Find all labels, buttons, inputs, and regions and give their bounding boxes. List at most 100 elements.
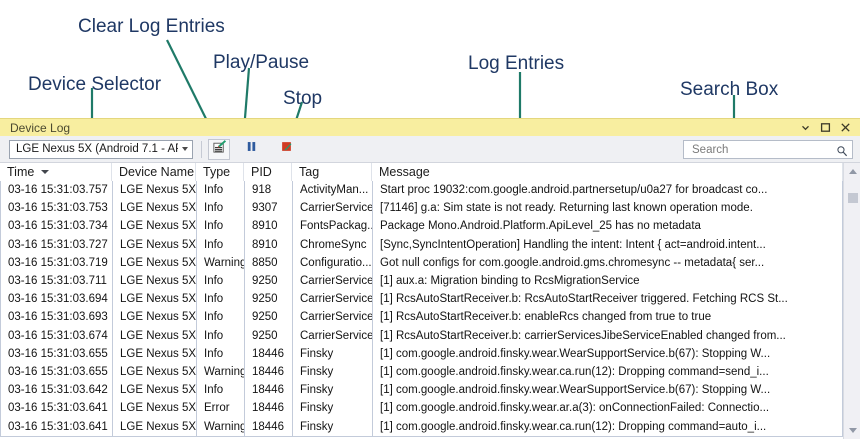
cell-message: [1] com.google.android.finsky.wear.ca.ru… — [372, 417, 843, 437]
cell-time: 03-16 15:31:03.711 — [0, 271, 112, 292]
device-selector-value: LGE Nexus 5X (Android 7.1 - API 25) — [16, 143, 178, 155]
column-header-tag[interactable]: Tag — [292, 163, 372, 181]
cell-type: Info — [196, 344, 244, 364]
cell-time: 03-16 15:31:03.719 — [0, 253, 112, 273]
cell-message: [1] RcsAutoStartReceiver.b: carrierServi… — [372, 326, 843, 346]
cell-pid: 9250 — [244, 326, 292, 346]
pause-icon — [245, 140, 258, 158]
search-box[interactable] — [683, 140, 853, 159]
cell-device: LGE Nexus 5X — [112, 199, 196, 219]
cell-type: Info — [196, 199, 244, 219]
stop-icon — [280, 140, 293, 158]
cell-pid: 9250 — [244, 290, 292, 310]
cell-tag: Configuratio... — [292, 253, 372, 273]
annotation-label-stop: Stop — [283, 88, 323, 109]
cell-pid: 9250 — [244, 271, 292, 292]
window-titlebar: Device Log — [0, 118, 860, 136]
cell-time: 03-16 15:31:03.641 — [0, 399, 112, 419]
column-header-label: PID — [251, 165, 272, 179]
cell-pid: 8910 — [244, 235, 292, 255]
column-header-message[interactable]: Message — [372, 163, 843, 181]
cell-pid: 18446 — [244, 362, 292, 383]
cell-tag: Finsky — [292, 362, 372, 383]
stop-button[interactable] — [275, 139, 297, 160]
cell-time: 03-16 15:31:03.757 — [0, 181, 112, 201]
column-header-device[interactable]: Device Name — [112, 163, 196, 181]
cell-time: 03-16 15:31:03.674 — [0, 326, 112, 346]
column-header-type[interactable]: Type — [196, 163, 244, 181]
cell-type: Info — [196, 271, 244, 292]
cell-type: Warning — [196, 253, 244, 273]
device-log-window: Device Log LGE Nexus 5X (Android 7.1 - A… — [0, 118, 860, 440]
cell-message: [1] RcsAutoStartReceiver.b: RcsAutoStart… — [372, 290, 843, 310]
scroll-down-arrow-icon[interactable] — [844, 422, 860, 439]
cell-type: Info — [196, 326, 244, 346]
cell-tag: Finsky — [292, 399, 372, 419]
device-selector[interactable]: LGE Nexus 5X (Android 7.1 - API 25) — [9, 139, 193, 159]
cell-time: 03-16 15:31:03.694 — [0, 290, 112, 310]
window-menu-icon[interactable] — [800, 122, 811, 133]
window-title: Device Log — [10, 120, 71, 135]
cell-device: LGE Nexus 5X — [112, 362, 196, 383]
cell-message: [1] com.google.android.finsky.wear.WearS… — [372, 344, 843, 364]
maximize-icon[interactable] — [820, 122, 831, 133]
scrollbar-thumb[interactable] — [848, 193, 858, 203]
cell-device: LGE Nexus 5X — [112, 308, 196, 328]
cell-pid: 8850 — [244, 253, 292, 273]
column-header-label: Type — [203, 165, 231, 179]
clear-log-entries-button[interactable] — [208, 138, 230, 160]
cell-type: Info — [196, 290, 244, 310]
cell-device: LGE Nexus 5X — [112, 217, 196, 237]
cell-pid: 918 — [244, 181, 292, 201]
cell-device: LGE Nexus 5X — [112, 399, 196, 419]
cell-time: 03-16 15:31:03.753 — [0, 199, 112, 219]
cell-message: [1] RcsAutoStartReceiver.b: enableRcs ch… — [372, 308, 843, 328]
cell-tag: CarrierServices — [292, 271, 372, 292]
column-header-time[interactable]: Time — [0, 163, 112, 181]
close-icon[interactable] — [840, 122, 851, 133]
cell-tag: Finsky — [292, 417, 372, 437]
cell-type: Info — [196, 308, 244, 328]
cell-pid: 18446 — [244, 399, 292, 419]
scroll-up-arrow-icon[interactable] — [844, 163, 860, 180]
cell-tag: CarrierServices — [292, 308, 372, 328]
column-header-pid[interactable]: PID — [244, 163, 292, 181]
cell-pid: 9250 — [244, 308, 292, 328]
cell-time: 03-16 15:31:03.642 — [0, 381, 112, 401]
cell-type: Error — [196, 399, 244, 419]
cell-device: LGE Nexus 5X — [112, 326, 196, 346]
column-header-label: Device Name — [119, 165, 195, 179]
log-entries-grid: Time Device Name Type PID Tag Message 03-16 1… — [0, 163, 860, 439]
sort-descending-icon — [41, 170, 50, 174]
cell-message: [1] com.google.android.finsky.wear.WearS… — [372, 381, 843, 401]
cell-tag: ChromeSync — [292, 235, 372, 255]
cell-time: 03-16 15:31:03.693 — [0, 308, 112, 328]
cell-pid: 8910 — [244, 217, 292, 237]
cell-pid: 9307 — [244, 199, 292, 219]
cell-device: LGE Nexus 5X — [112, 344, 196, 364]
annotation-label-play-pause: Play/Pause — [213, 52, 310, 73]
play-pause-button[interactable] — [240, 139, 262, 160]
cell-pid: 18446 — [244, 344, 292, 364]
cell-type: Warning — [196, 417, 244, 437]
chevron-down-icon — [182, 147, 188, 151]
column-header-label: Message — [379, 165, 430, 179]
vertical-scrollbar[interactable] — [843, 163, 860, 439]
cell-tag: CarrierServices — [292, 199, 372, 219]
search-input[interactable] — [690, 142, 836, 157]
